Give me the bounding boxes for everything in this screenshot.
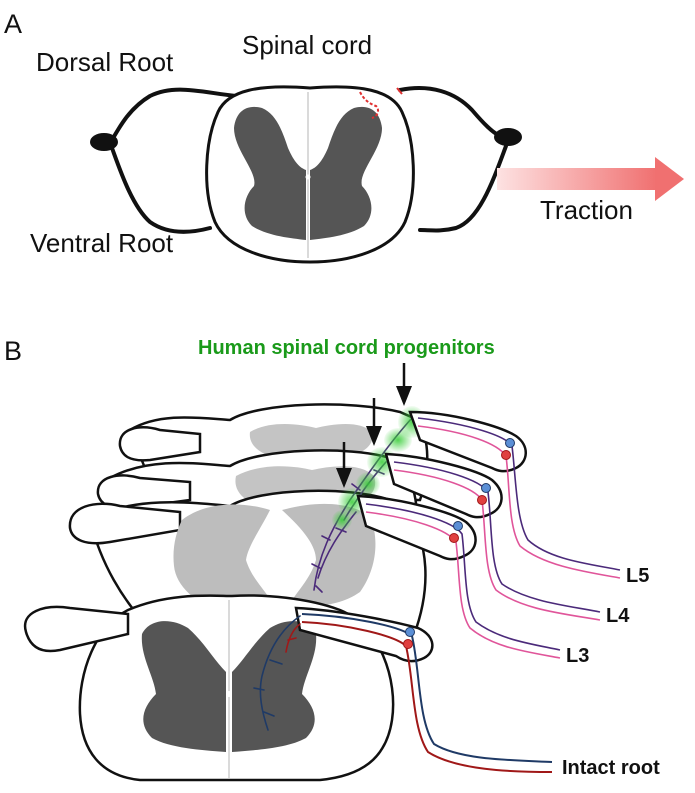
- panel-b: B Human spinal cord progenitors: [4, 336, 660, 782]
- label-root-l3: L3: [566, 645, 589, 667]
- dorsal-root-ganglion-right: [494, 128, 522, 146]
- ventral-root-right: [418, 144, 508, 233]
- ventral-root-left: [110, 146, 212, 234]
- root-intact: [294, 606, 553, 773]
- panel-a-left-roots: [110, 87, 238, 234]
- injection-arrows: [336, 363, 412, 488]
- dorsal-root-right: [398, 86, 502, 138]
- label-spinal-cord: Spinal cord: [242, 30, 372, 60]
- grey-matter-left-a: [234, 106, 306, 240]
- panel-a: A Spinal cord Dorsal Root Ventral Root T…: [4, 9, 684, 264]
- traction-arrow: [497, 157, 684, 201]
- panel-a-right-roots: [398, 86, 508, 233]
- label-progenitors: Human spinal cord progenitors: [198, 337, 495, 359]
- label-root-intact: Intact root: [562, 757, 660, 779]
- dorsal-root-left: [110, 87, 238, 142]
- root-tear-mark: [359, 91, 380, 119]
- panel-b-letter: B: [4, 336, 22, 366]
- grey-matter-right-a: [310, 106, 382, 240]
- slice-intact: [23, 594, 395, 782]
- central-canal-a: [305, 174, 311, 180]
- label-traction: Traction: [540, 195, 633, 225]
- panel-a-letter: A: [4, 9, 22, 39]
- root-l3: [356, 494, 561, 659]
- label-dorsal-root: Dorsal Root: [36, 47, 174, 77]
- root-tear-stub: [396, 87, 403, 95]
- root-l5: [408, 410, 621, 579]
- dorsal-root-ganglion-left: [90, 133, 118, 151]
- label-root-l5: L5: [626, 565, 649, 587]
- root-l4: [384, 452, 601, 621]
- label-root-l4: L4: [606, 605, 630, 627]
- label-ventral-root: Ventral Root: [30, 228, 174, 258]
- intact-intraspinal-axons: [253, 615, 301, 731]
